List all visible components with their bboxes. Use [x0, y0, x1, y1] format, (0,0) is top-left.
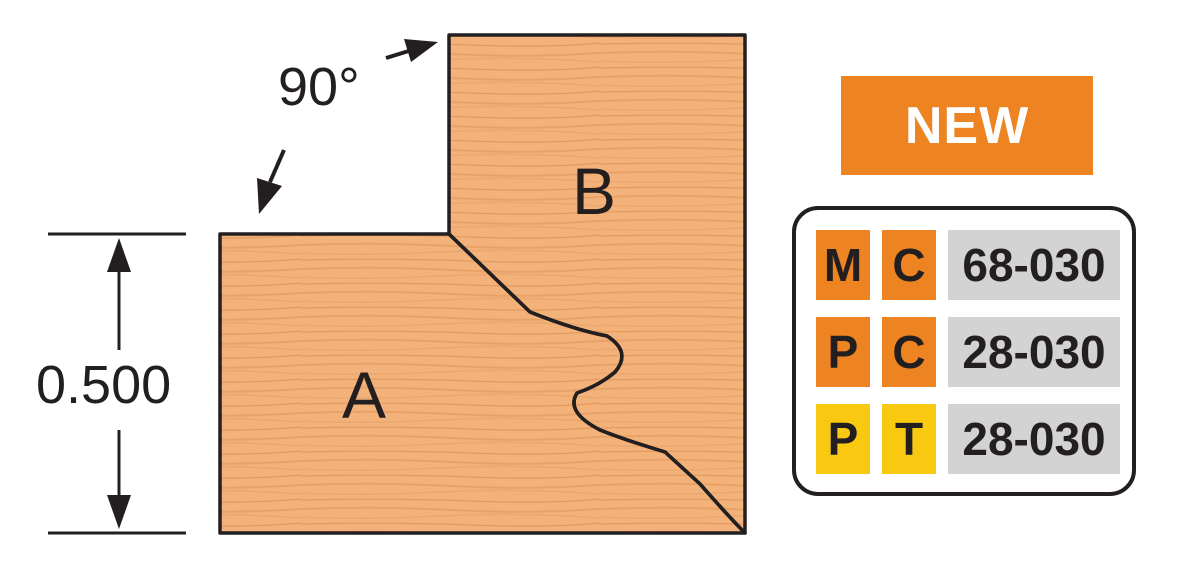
dimension-label: 0.500 [36, 355, 172, 415]
angle-arrow-bottom-shaft [268, 149, 286, 183]
angle-label: 90° [278, 57, 360, 117]
code-row: P C 28-030 [816, 317, 1120, 387]
code-panel: M C 68-030 P C 28-030 P T 28-030 [792, 206, 1136, 496]
code-letter-1: M [816, 230, 870, 300]
code-number: 28-030 [948, 404, 1120, 474]
code-letter-1: P [816, 404, 870, 474]
code-row: M C 68-030 [816, 230, 1120, 300]
code-letter-2: T [882, 404, 936, 474]
angle-arrow-bottom-head [257, 178, 282, 214]
dimension-arrow-down [107, 495, 131, 529]
dimension-arrow-up [107, 238, 131, 272]
new-badge: NEW [841, 76, 1093, 175]
code-number: 68-030 [948, 230, 1120, 300]
angle-arrow-top-shaft [385, 48, 413, 60]
code-letter-2: C [882, 317, 936, 387]
code-letter-1: P [816, 317, 870, 387]
piece-a-label: A [342, 358, 387, 432]
code-row: P T 28-030 [816, 404, 1120, 474]
joint-line [447, 232, 747, 535]
code-number: 28-030 [948, 317, 1120, 387]
angle-arrow-top-head [404, 39, 438, 62]
piece-b-label: B [572, 154, 617, 228]
code-letter-2: C [882, 230, 936, 300]
